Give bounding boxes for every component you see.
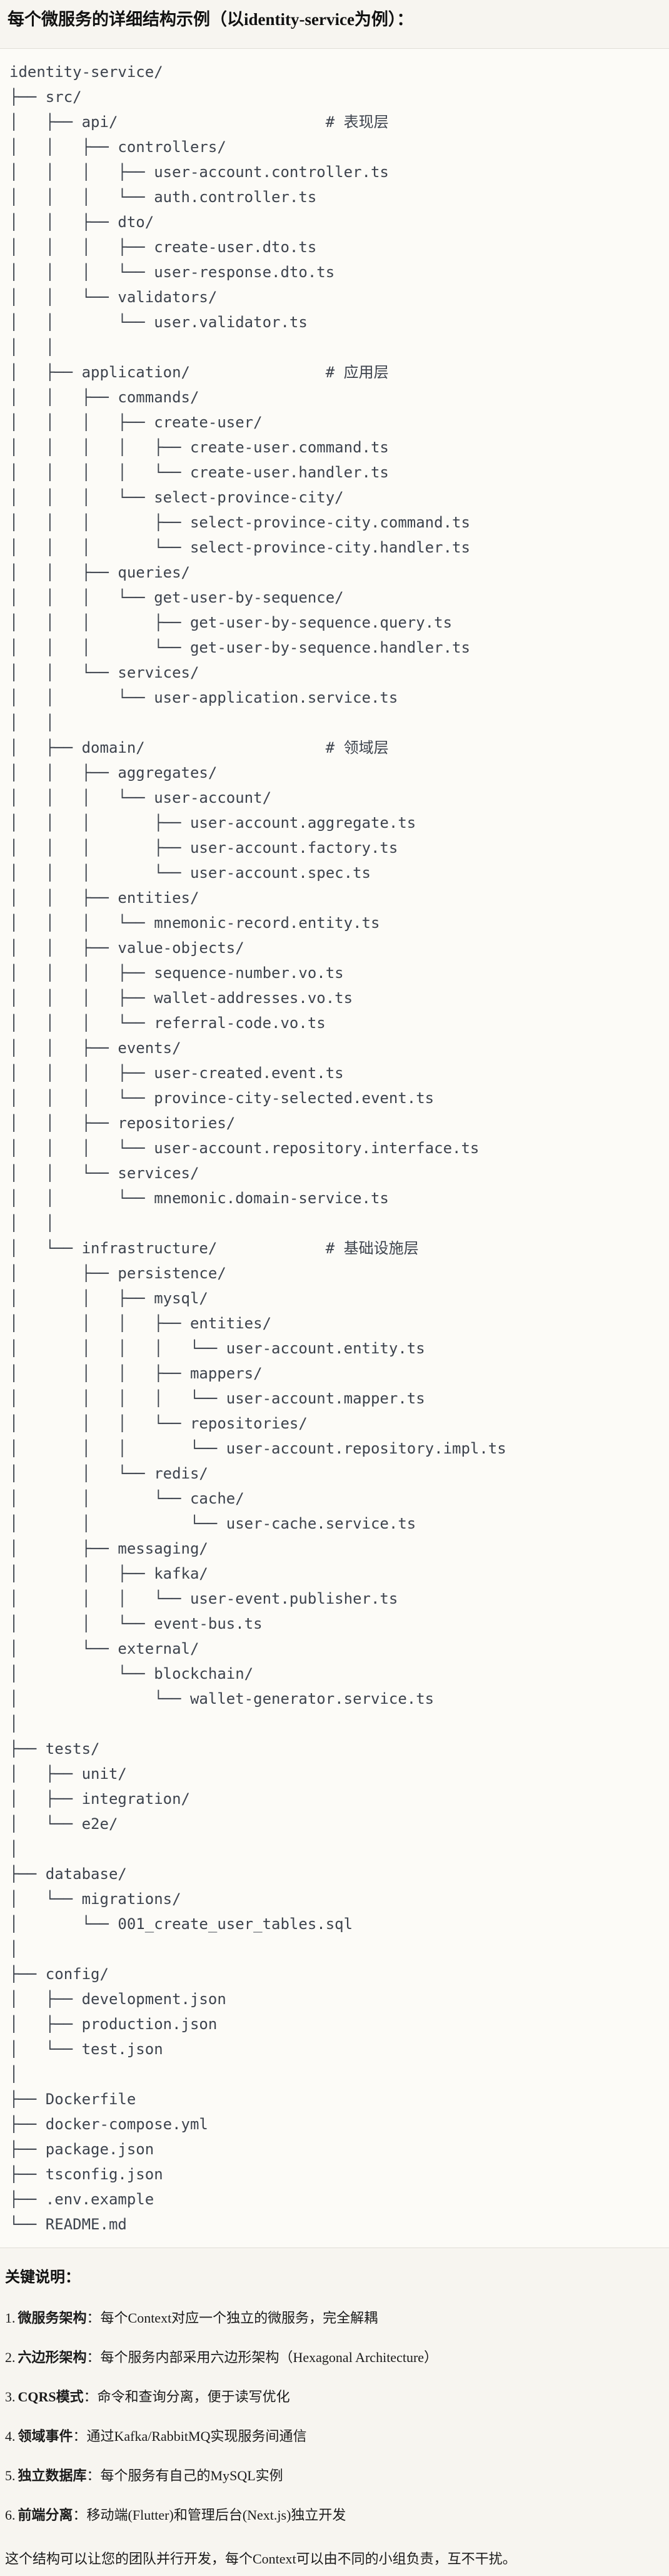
key-notes-section: 关键说明： 1.微服务架构：每个Context对应一个独立的微服务，完全解耦 2… (5, 2269, 661, 2567)
note-number: 5. (5, 2468, 16, 2483)
file-tree-code-block: identity-service/ ├── src/ │ ├── api/ # … (0, 48, 669, 2248)
note-label: 微服务架构 (18, 2310, 87, 2326)
note-label: 领域事件 (18, 2428, 73, 2444)
closing-paragraph: 这个结构可以让您的团队并行开发，每个Context可以由不同的小组负责，互不干扰… (5, 2551, 516, 2567)
note-text: ：通过Kafka/RabbitMQ实现服务间通信 (73, 2428, 307, 2444)
note-number: 2. (5, 2349, 16, 2365)
note-item: 1.微服务架构：每个Context对应一个独立的微服务，完全解耦 (5, 2311, 661, 2326)
note-label: 独立数据库 (18, 2468, 87, 2483)
note-label: 前端分离 (18, 2507, 73, 2523)
notes-list: 1.微服务架构：每个Context对应一个独立的微服务，完全解耦 2.六边形架构… (5, 2311, 661, 2523)
note-item: 2.六边形架构：每个服务内部采用六边形架构（Hexagonal Architec… (5, 2350, 661, 2365)
note-number: 4. (5, 2428, 16, 2444)
note-item: 6.前端分离：移动端(Flutter)和管理后台(Next.js)独立开发 (5, 2508, 661, 2523)
note-item: 3.CQRS模式：命令和查询分离，便于读写优化 (5, 2390, 661, 2405)
note-item: 4.领域事件：通过Kafka/RabbitMQ实现服务间通信 (5, 2429, 661, 2444)
note-text: ：移动端(Flutter)和管理后台(Next.js)独立开发 (73, 2507, 346, 2523)
note-number: 1. (5, 2310, 16, 2326)
note-text: ：每个Context对应一个独立的微服务，完全解耦 (86, 2310, 378, 2326)
note-number: 3. (5, 2389, 16, 2405)
page-title: 每个微服务的详细结构示例（以identity-service为例）： (8, 10, 414, 29)
note-label: 六边形架构 (18, 2349, 87, 2365)
note-item: 5.独立数据库：每个服务有自己的MySQL实例 (5, 2468, 661, 2483)
note-text: ：每个服务内部采用六边形架构（Hexagonal Architecture） (86, 2349, 438, 2365)
note-text: ：每个服务有自己的MySQL实例 (86, 2468, 283, 2483)
notes-heading: 关键说明： (5, 2269, 80, 2286)
note-text: ：命令和查询分离，便于读写优化 (83, 2389, 290, 2405)
note-label: CQRS模式 (18, 2389, 84, 2405)
note-number: 6. (5, 2507, 16, 2523)
